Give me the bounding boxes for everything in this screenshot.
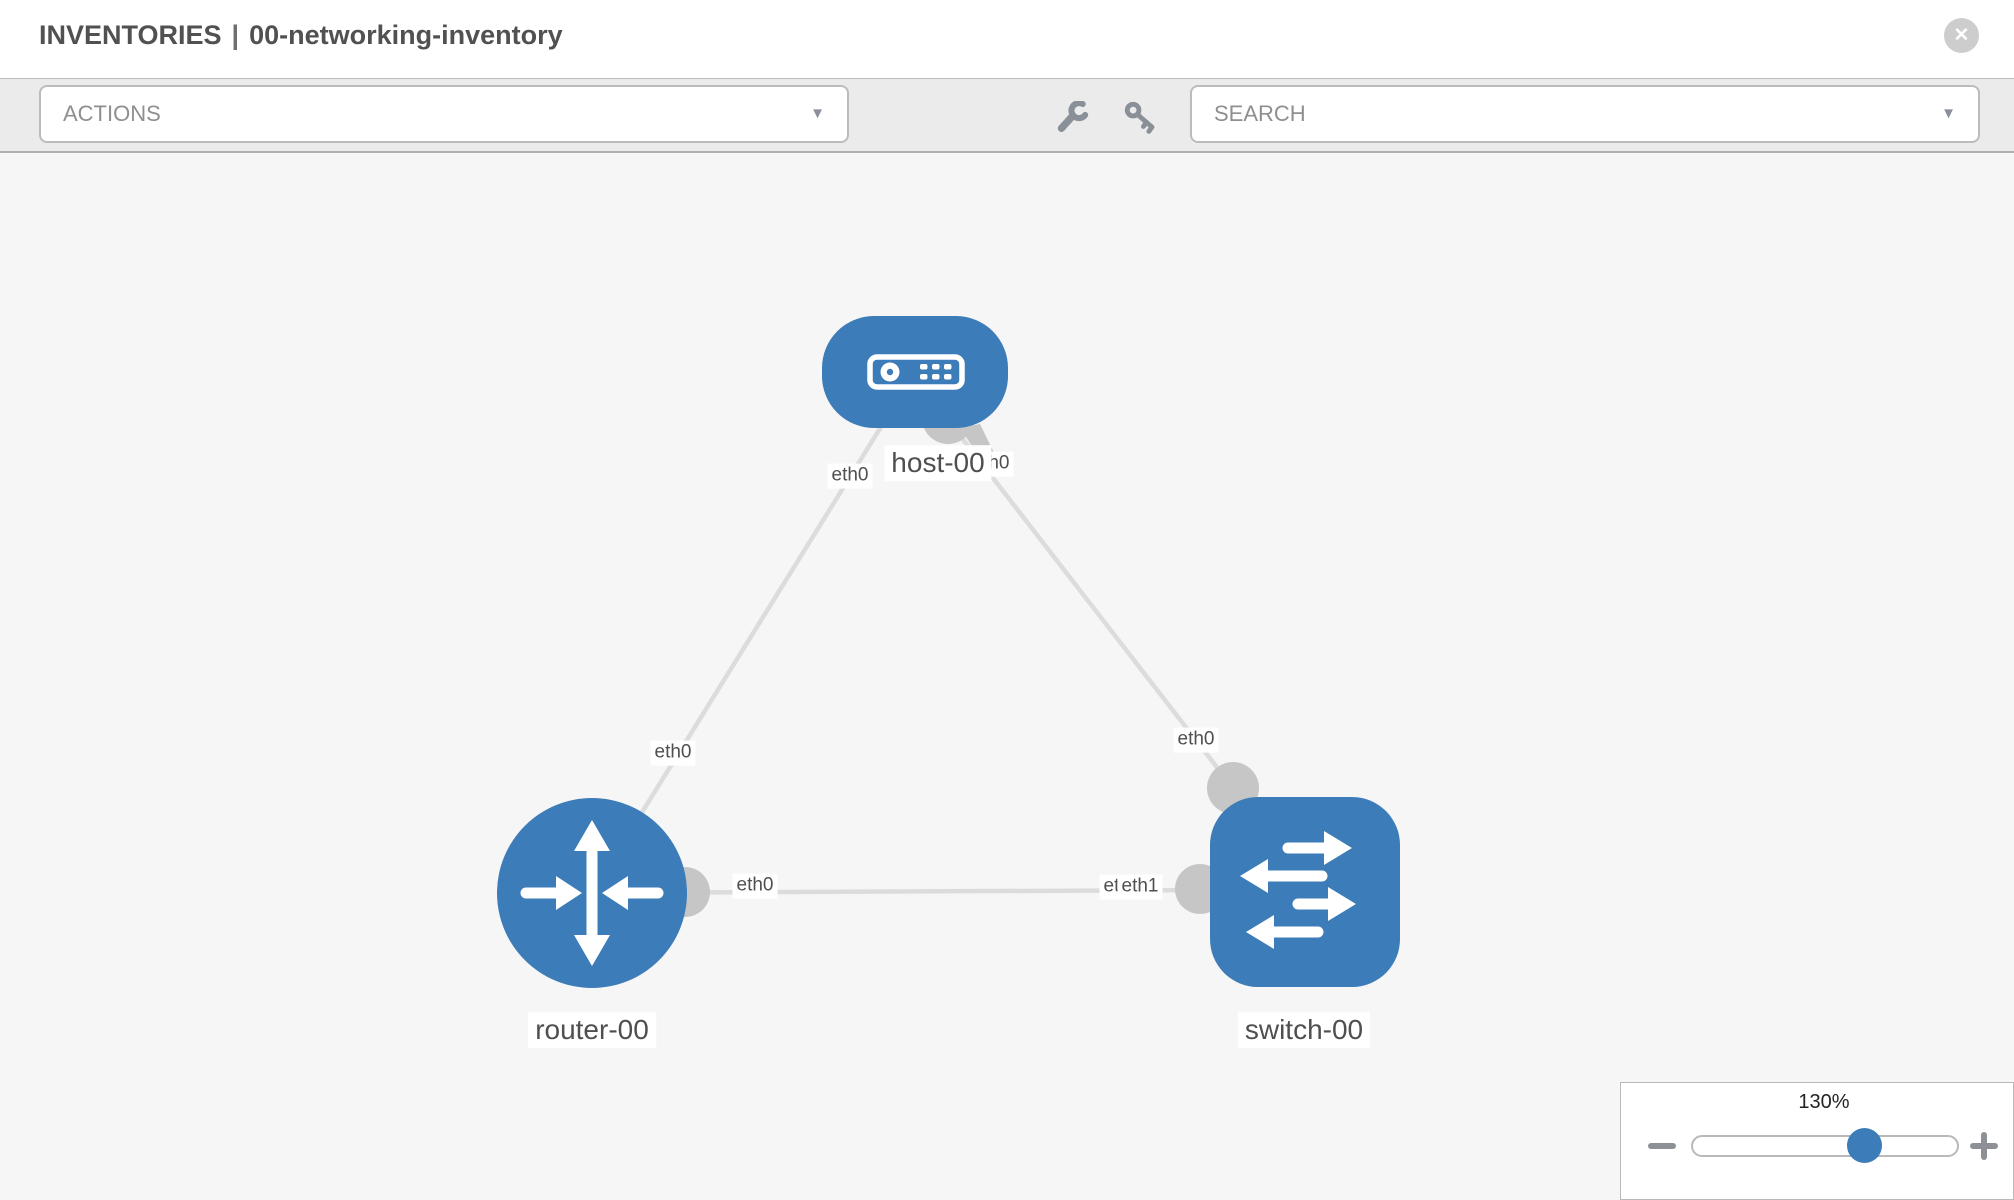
port-label: eth0 [650, 740, 696, 766]
zoom-slider-knob[interactable] [1847, 1128, 1882, 1163]
key-icon[interactable] [1124, 101, 1158, 135]
close-icon[interactable]: ✕ [1944, 18, 1979, 53]
node-router-00[interactable] [497, 798, 687, 988]
port-label: eth0 [1173, 727, 1219, 753]
zoom-level: 130% [1798, 1091, 1850, 1113]
page-title: INVENTORIES | 00-networking-inventory [39, 20, 563, 51]
port-label: eth1 [1117, 874, 1163, 900]
topology-canvas[interactable] [0, 153, 2014, 1200]
search-input[interactable] [1192, 87, 1978, 141]
wrench-icon[interactable] [1056, 100, 1090, 135]
plus-icon [1981, 1132, 1987, 1160]
port-label: eth0 [732, 873, 778, 899]
zoom-panel: 130% [1620, 1082, 2014, 1200]
search-dropdown: ▼ [1190, 85, 1980, 143]
router-icon [520, 820, 664, 966]
header: INVENTORIES | 00-networking-inventory ✕ [0, 0, 2014, 78]
zoom-slider-track[interactable] [1691, 1135, 1959, 1157]
host-icon [867, 354, 965, 390]
switch-icon [1240, 831, 1356, 949]
minus-icon [1648, 1143, 1676, 1149]
title-section: INVENTORIES [39, 20, 222, 50]
zoom-out-button[interactable] [1645, 1129, 1679, 1163]
node-label-switch-00: switch-00 [1237, 1012, 1371, 1048]
chevron-down-icon: ▼ [1941, 105, 1956, 122]
link-host-switch[interactable] [946, 418, 1235, 790]
link-host-router[interactable] [590, 370, 917, 895]
actions-dropdown[interactable]: ACTIONS ▼ [39, 85, 849, 143]
actions-dropdown-label: ACTIONS [63, 101, 161, 126]
chevron-down-icon: ▼ [810, 105, 825, 122]
zoom-in-button[interactable] [1967, 1129, 2001, 1163]
title-inventory-name: 00-networking-inventory [249, 20, 563, 50]
node-label-host-00: host-00 [884, 445, 992, 481]
title-separator: | [231, 20, 240, 50]
port-label: eth0 [827, 463, 873, 489]
node-host-00[interactable] [822, 316, 1008, 428]
node-switch-00[interactable] [1210, 797, 1400, 987]
node-label-router-00: router-00 [528, 1012, 656, 1048]
